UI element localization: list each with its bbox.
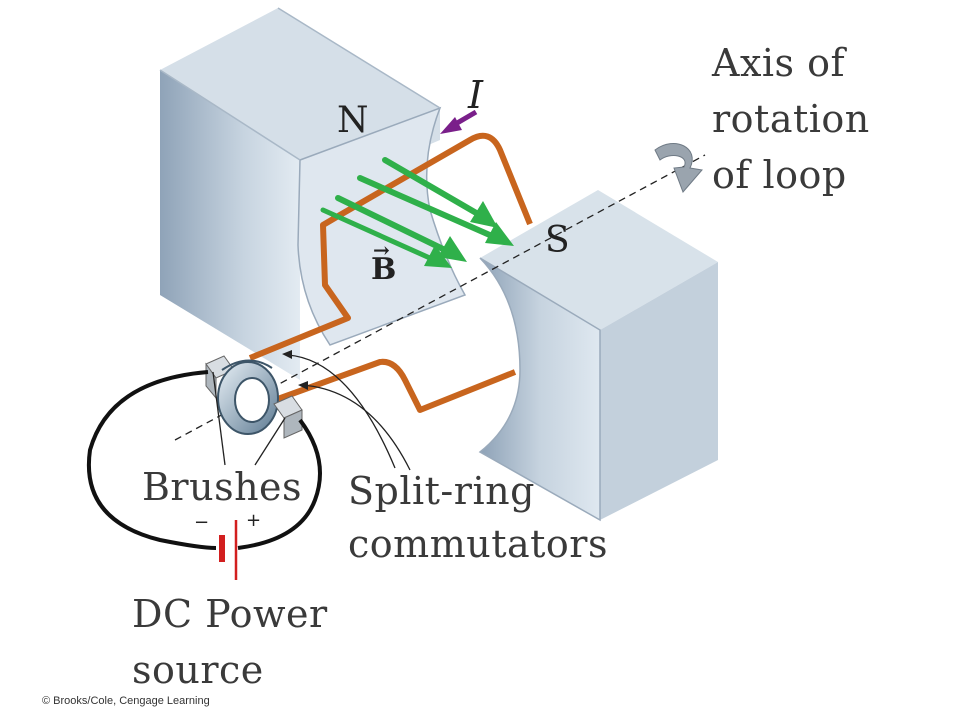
commutator-label-line1: Split-ring bbox=[348, 469, 535, 513]
source-label-line2: source bbox=[132, 648, 264, 692]
current-arrow bbox=[440, 109, 478, 134]
field-vector-label: → B bbox=[371, 238, 397, 287]
leader-arrowheads bbox=[282, 350, 308, 390]
copyright-notice: © Brooks/Cole, Cengage Learning bbox=[42, 695, 210, 707]
field-label-text: B bbox=[371, 252, 397, 287]
magnetic-field-arrows bbox=[320, 157, 514, 268]
south-magnet bbox=[478, 190, 718, 522]
commutator-assembly bbox=[205, 355, 303, 439]
current-label: I bbox=[468, 73, 484, 117]
leader-lines bbox=[212, 354, 411, 471]
axis-label-line3: of loop bbox=[712, 153, 847, 197]
rotation-arrow-icon bbox=[654, 143, 703, 193]
source-label-line1: DC Power bbox=[132, 592, 328, 636]
axis-label-line1: Axis of bbox=[712, 41, 846, 85]
minus-sign: − bbox=[194, 512, 210, 533]
vector-arrow-icon: → bbox=[373, 238, 390, 262]
wire-loop bbox=[248, 132, 533, 413]
brushes-label: Brushes bbox=[142, 465, 303, 509]
north-pole-label: N bbox=[337, 100, 369, 141]
south-pole-label: S bbox=[545, 220, 570, 261]
battery bbox=[219, 520, 238, 580]
plus-sign: + bbox=[246, 510, 262, 531]
north-magnet bbox=[159, 7, 467, 380]
commutator-label-line2: commutators bbox=[348, 522, 608, 566]
circuit-wire bbox=[86, 370, 322, 550]
axis-label-line2: rotation bbox=[712, 97, 870, 141]
